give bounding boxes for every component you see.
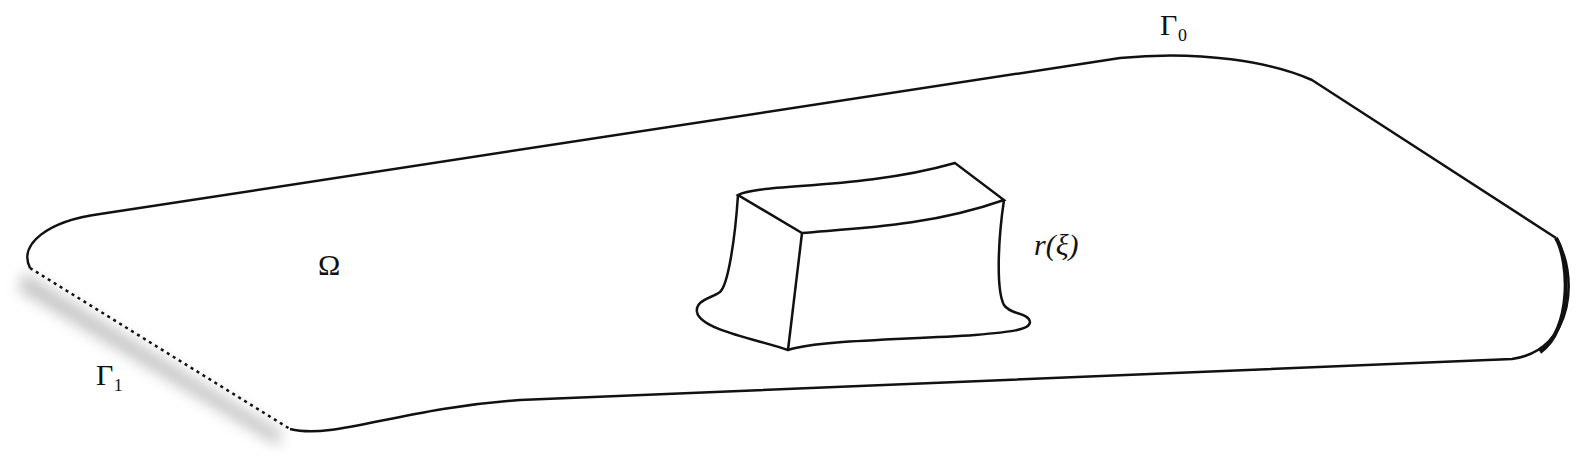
clamped-edge [30, 268, 290, 429]
plate-top-edge [27, 55, 1556, 268]
patch-edge [788, 233, 802, 350]
patch-side [999, 200, 1030, 322]
edge-shadow [18, 272, 282, 446]
region-label: Γ₁ [96, 360, 124, 390]
patch-base [697, 312, 1030, 350]
region-label: r(ξ) [1034, 230, 1079, 260]
plate-bottom-edge [290, 238, 1569, 431]
plate-thickness [1540, 238, 1566, 352]
patch-side [697, 195, 738, 312]
region-label: Ω [318, 250, 340, 280]
patch-top [738, 163, 1004, 233]
region-label: Γ₀ [1160, 10, 1188, 40]
